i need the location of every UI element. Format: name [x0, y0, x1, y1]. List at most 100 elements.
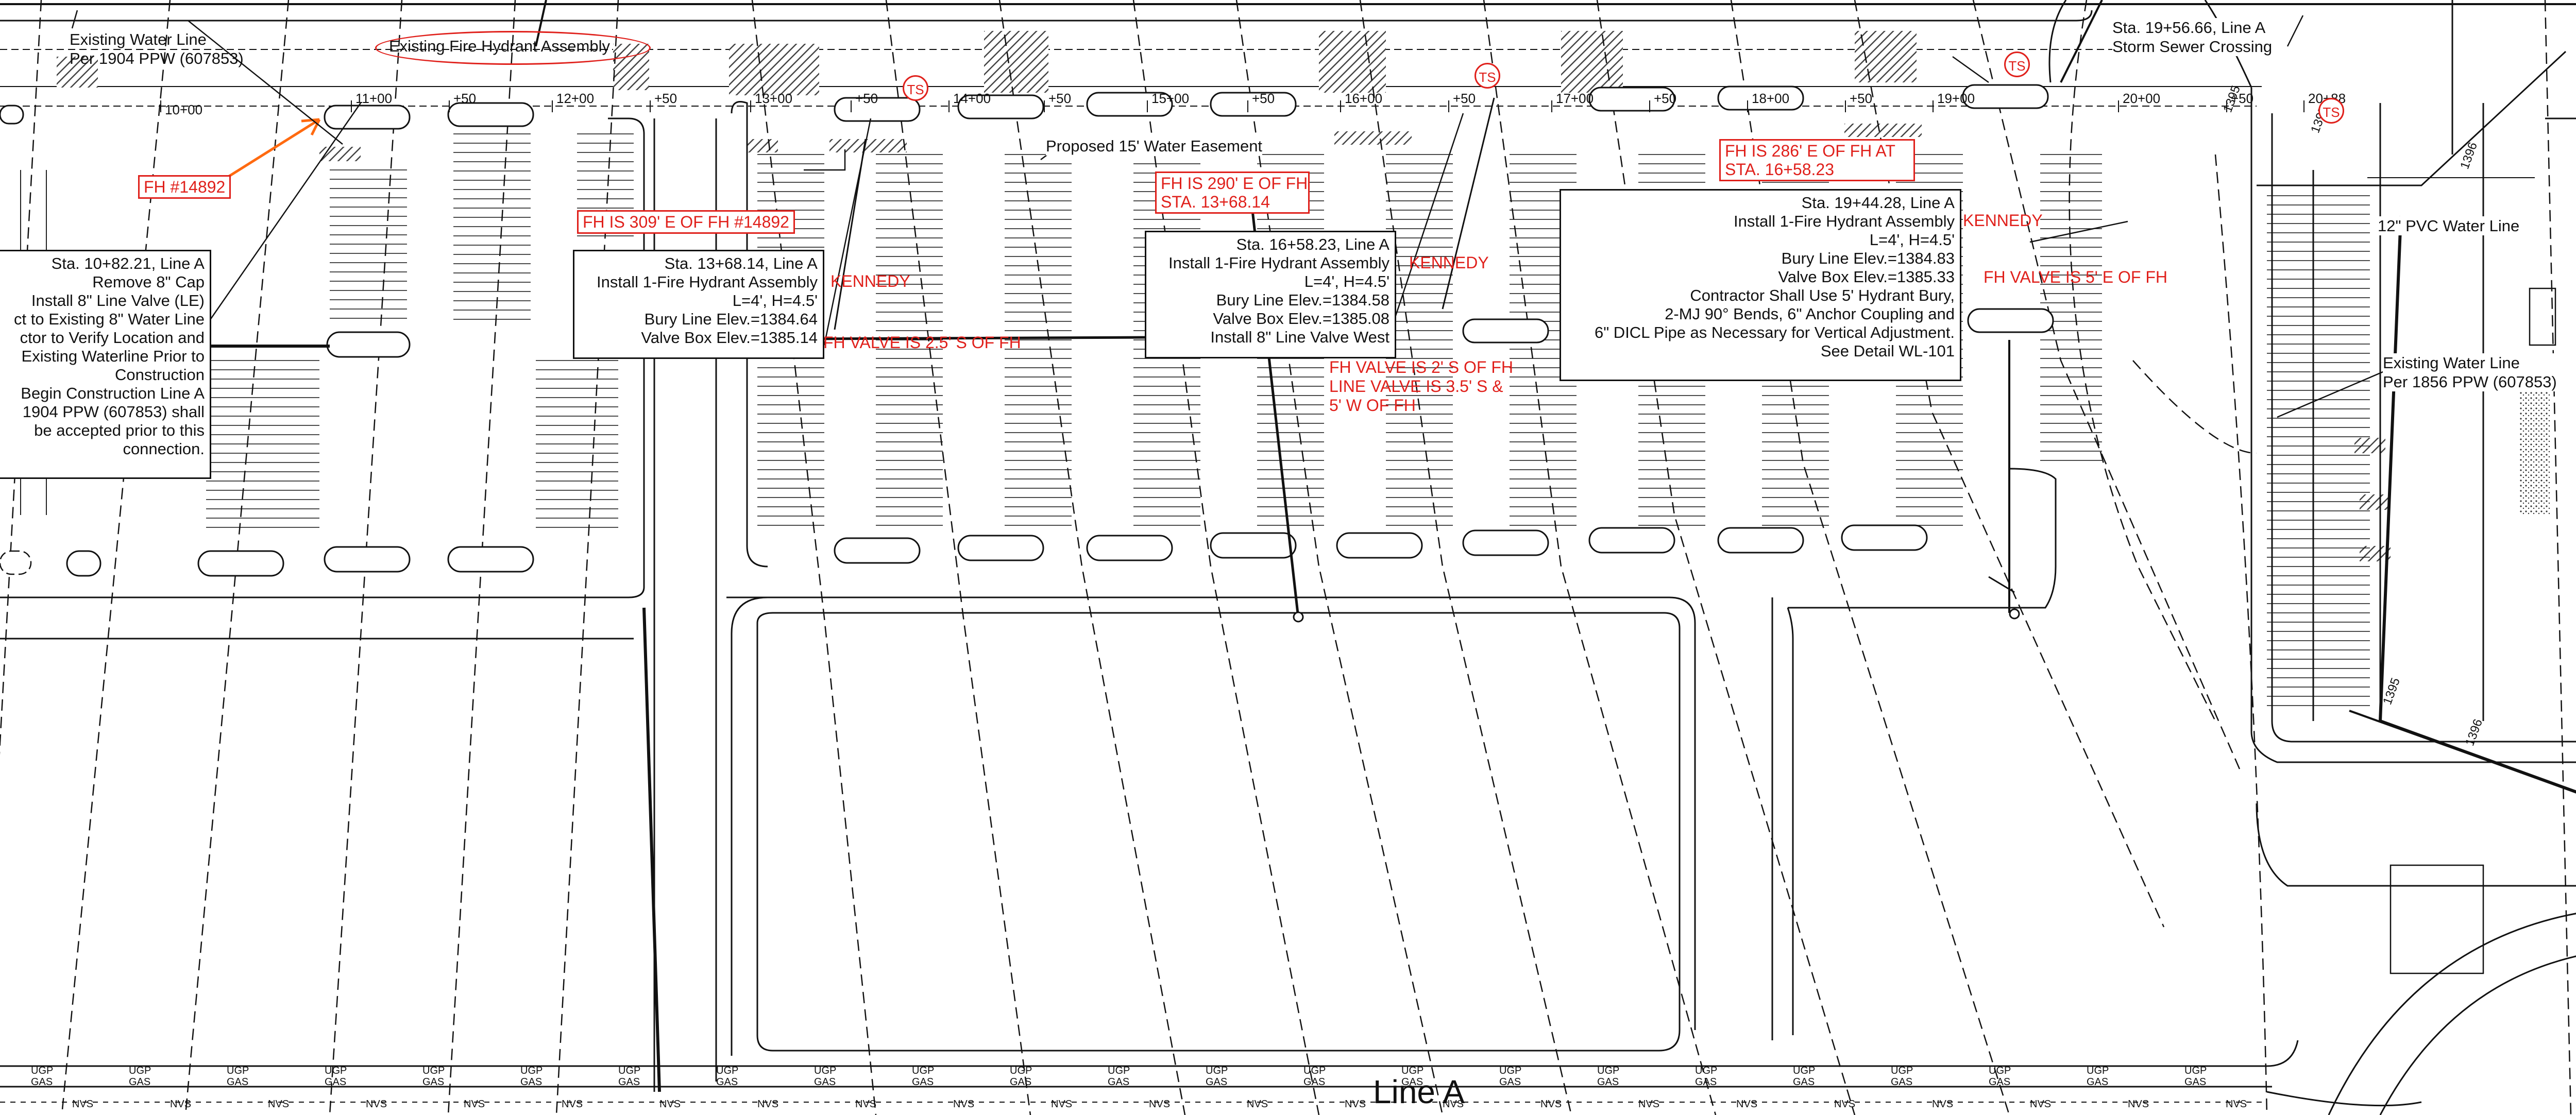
- utility-label: UGP: [227, 1065, 249, 1076]
- small-islands-left: [0, 550, 32, 575]
- fh-286-label: FH IS 286' E OF FH AT STA. 16+58.23: [1719, 139, 1915, 181]
- kennedy-label-2: KENNEDY: [1409, 253, 1489, 272]
- existing-water-line-1904-label: Existing Water Line Per 1904 PPW (607853…: [70, 30, 244, 67]
- utility-label: NVS: [170, 1099, 191, 1110]
- utility-label: NVS: [953, 1099, 974, 1110]
- utility-label: UGP: [1989, 1065, 2011, 1076]
- utility-label: GAS: [325, 1076, 346, 1088]
- utility-label: NVS: [2226, 1099, 2247, 1110]
- orange-arrow: [226, 118, 321, 179]
- storm-sewer-crossing-label: Sta. 19+56.66, Line A Storm Sewer Crossi…: [2112, 18, 2273, 56]
- utility-label: NVS: [1834, 1099, 1855, 1110]
- utility-label: GAS: [618, 1076, 640, 1088]
- utility-label: UGP: [31, 1065, 53, 1076]
- pvc-water-line-label: 12" PVC Water Line: [2378, 216, 2520, 235]
- utility-label: NVS: [2030, 1099, 2051, 1110]
- utility-label: GAS: [227, 1076, 248, 1088]
- utility-label: UGP: [1793, 1065, 1815, 1076]
- station-label: 11+00: [355, 91, 392, 106]
- proposed-easement-label: Proposed 15' Water Easement: [1046, 136, 1263, 156]
- utility-label: UGP: [912, 1065, 934, 1076]
- utility-label: UGP: [129, 1065, 151, 1076]
- utility-label: GAS: [912, 1076, 934, 1088]
- utility-label: GAS: [814, 1076, 836, 1088]
- utility-label: UGP: [1010, 1065, 1032, 1076]
- parking-islands: [0, 84, 2054, 577]
- utility-label: NVS: [2128, 1099, 2149, 1110]
- utility-label: NVS: [757, 1099, 778, 1110]
- utility-label: UGP: [1303, 1065, 1326, 1076]
- utility-label: GAS: [520, 1076, 542, 1088]
- utility-label: NVS: [659, 1099, 681, 1110]
- utility-label: UGP: [422, 1065, 445, 1076]
- utility-label: GAS: [1206, 1076, 1227, 1088]
- utility-label: GAS: [2184, 1076, 2206, 1088]
- ts-marker-4: TS: [2318, 98, 2344, 124]
- fh-309-label: FH IS 309' E OF FH #14892: [577, 210, 795, 234]
- fh-14892-label: FH #14892: [138, 175, 231, 199]
- utility-label: UGP: [1499, 1065, 1521, 1076]
- fh-valve-2-5-label: FH VALVE IS 2.5' S OF FH: [823, 333, 1021, 352]
- utility-label: NVS: [855, 1099, 876, 1110]
- station-label: 20+00: [2123, 91, 2160, 106]
- utility-label: UGP: [618, 1065, 640, 1076]
- utility-label: GAS: [422, 1076, 444, 1088]
- utility-label: UGP: [520, 1065, 543, 1076]
- utility-label: NVS: [1540, 1099, 1562, 1110]
- kennedy-label-3: KENNEDY: [1963, 211, 2043, 230]
- utility-label: NVS: [1932, 1099, 1953, 1110]
- station-label: 14+00: [953, 91, 991, 106]
- utility-label: UGP: [1695, 1065, 1717, 1076]
- utility-label: UGP: [325, 1065, 347, 1076]
- station-label: +50: [1252, 91, 1275, 106]
- station-label: 12+00: [556, 91, 594, 106]
- utility-label: UGP: [1108, 1065, 1130, 1076]
- utility-label: GAS: [716, 1076, 738, 1088]
- utility-label: GAS: [2087, 1076, 2108, 1088]
- utility-label: GAS: [1010, 1076, 1031, 1088]
- utility-label: NVS: [1051, 1099, 1072, 1110]
- leader-lines: [71, 10, 2422, 418]
- utility-label: GAS: [1793, 1076, 1815, 1088]
- line-a-label: Line A: [1373, 1073, 1465, 1110]
- station-label: 15+00: [1151, 91, 1189, 106]
- station-label: +50: [855, 91, 878, 106]
- kennedy-label-1: KENNEDY: [831, 272, 910, 290]
- utility-label: UGP: [814, 1065, 836, 1076]
- station-label: 19+00: [1937, 91, 1975, 106]
- callout-sta-19-44: Sta. 19+44.28, Line A Install 1-Fire Hyd…: [1560, 189, 1961, 381]
- callout-sta-10-82: Sta. 10+82.21, Line A Remove 8" Cap Inst…: [0, 250, 211, 479]
- fh-290-label: FH IS 290' E OF FH AT STA. 13+68.14: [1155, 171, 1310, 214]
- ts-marker-3: TS: [2004, 52, 2030, 77]
- existing-water-line-1856-label: Existing Water Line Per 1856 PPW (607853…: [2383, 353, 2557, 391]
- callout-sta-13-68: Sta. 13+68.14, Line A Install 1-Fire Hyd…: [573, 250, 824, 359]
- utility-label: NVS: [268, 1099, 289, 1110]
- station-label: 18+00: [1752, 91, 1789, 106]
- utility-label: UGP: [1597, 1065, 1619, 1076]
- utility-label: GAS: [129, 1076, 150, 1088]
- station-label: +50: [2231, 91, 2253, 106]
- utility-label: UGP: [2087, 1065, 2109, 1076]
- callout-sta-16-58: Sta. 16+58.23, Line A Install 1-Fire Hyd…: [1145, 231, 1396, 358]
- utility-label: GAS: [1401, 1076, 1423, 1088]
- utility-label: NVS: [1443, 1099, 1464, 1110]
- utility-label: GAS: [1891, 1076, 1912, 1088]
- ts-marker-1: TS: [903, 75, 928, 101]
- station-label: +50: [1453, 91, 1476, 106]
- fh-valve-5-label: FH VALVE IS 5' E OF FH: [1984, 268, 2167, 286]
- utility-label: GAS: [1989, 1076, 2010, 1088]
- utility-label: NVS: [1638, 1099, 1659, 1110]
- utility-label: UGP: [2184, 1065, 2207, 1076]
- utility-label: UGP: [1206, 1065, 1228, 1076]
- utility-label: NVS: [1149, 1099, 1170, 1110]
- station-label: 17+00: [1556, 91, 1594, 106]
- utility-label: NVS: [1736, 1099, 1757, 1110]
- bottom-utility-text: UGPGASNVSUGPGASNVSUGPGASNVSUGPGASNVSUGPG…: [31, 1065, 2247, 1110]
- ts-marker-2: TS: [1475, 63, 1500, 89]
- utility-label: NVS: [72, 1099, 93, 1110]
- utility-label: GAS: [1695, 1076, 1717, 1088]
- utility-label: NVS: [562, 1099, 583, 1110]
